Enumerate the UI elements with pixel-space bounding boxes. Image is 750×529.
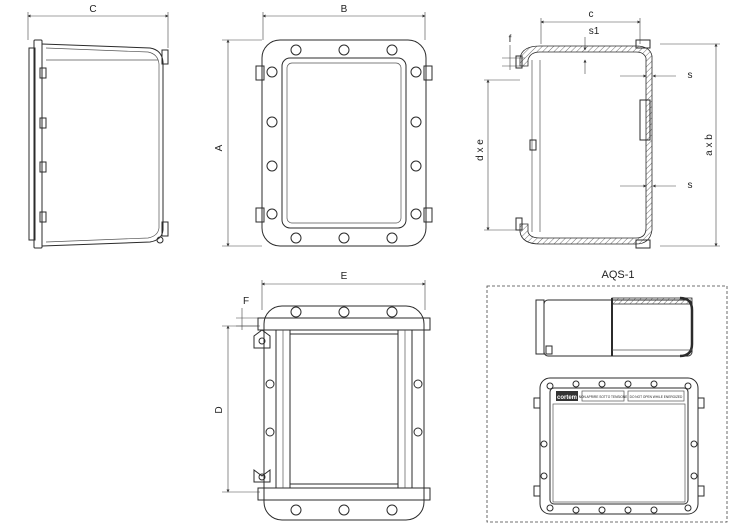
dim-label-s1: s1 — [589, 26, 600, 37]
bolt-circles — [266, 44, 422, 244]
variant-bolts — [540, 380, 698, 514]
dim-label-s-top: s — [688, 70, 693, 81]
variant-title: AQS-1 — [601, 269, 634, 281]
brand-logo: cortem — [557, 395, 577, 401]
dim-label-dxe: d x e — [475, 139, 486, 161]
dim-label-c: c — [589, 9, 594, 20]
dim-label-B: B — [341, 4, 348, 15]
back-view: E F D — [214, 271, 431, 521]
dim-label-E: E — [341, 271, 348, 282]
dim-label-F: F — [243, 296, 249, 307]
warning-label-2: DO NOT OPEN WHILE ENERGIZED — [630, 395, 683, 399]
dim-label-C: C — [89, 4, 96, 15]
dim-label-axb: a x b — [704, 134, 715, 156]
aqs1-variant: AQS-1 cortem NON APRIRE SOTTO TENSIONE D… — [486, 269, 728, 523]
section-view: c s1 f d x e a x b s s — [475, 9, 720, 249]
dim-label-f: f — [509, 34, 512, 45]
dim-label-s-bottom: s — [688, 180, 693, 191]
side-view: C — [27, 4, 169, 249]
front-view: B A — [214, 4, 433, 247]
warning-label-1: NON APRIRE SOTTO TENSIONE — [579, 395, 628, 399]
dim-label-A: A — [214, 144, 225, 151]
back-bolt-circles — [265, 306, 423, 516]
dim-label-D: D — [214, 406, 225, 413]
